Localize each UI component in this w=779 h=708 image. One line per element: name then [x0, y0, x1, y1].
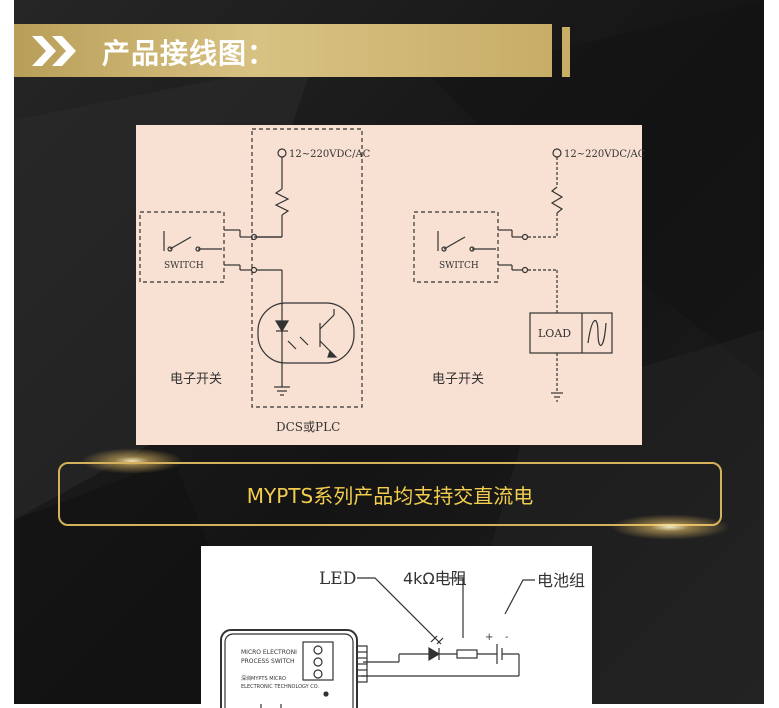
battery-leader-line [504, 579, 535, 615]
left-resistor-icon [274, 188, 290, 216]
left-circuit: 12~220VDC/AC SWITCH [139, 128, 371, 434]
terminal-screw-icon [313, 669, 323, 679]
led-label: LED [319, 569, 356, 589]
left-switch-label: SWITCH [164, 261, 204, 271]
banner-glow-right [600, 512, 740, 542]
load-box [529, 312, 613, 354]
right-switch-label: SWITCH [439, 261, 479, 271]
info-banner-text: MYPTS系列产品均支持交直流电 [246, 483, 534, 508]
optocoupler [257, 302, 355, 364]
left-caption: 电子开关 [170, 372, 222, 387]
double-chevron-icon [32, 36, 76, 66]
plc-caption: DCS或PLC [276, 420, 340, 434]
left-power-terminal-icon [277, 148, 287, 158]
plc-box [251, 128, 363, 408]
right-circuit: 12~220VDC/AC SWITCH LOAD [413, 148, 646, 402]
device-label-line1: MICRO ELECTRONI [241, 649, 297, 656]
svg-text:-: - [505, 632, 508, 643]
device-label-line2: PROCESS SWITCH [241, 658, 295, 665]
terminal-screw-icon [313, 657, 323, 667]
device-label-line3: 深圳MYPTS MICRO [241, 675, 286, 682]
right-supply-label: 12~220VDC/AC [564, 149, 646, 160]
right-resistor-icon [550, 186, 564, 214]
battery-test-diagram: LED 4kΩ电阻 电池组 + - MICRO ELECTRONI PROCES… [201, 546, 592, 708]
right-power-terminal-icon [552, 148, 562, 158]
header-accent-bar [562, 27, 570, 77]
section-header: 产品接线图： [14, 24, 552, 77]
terminal-screw-icon [313, 645, 323, 655]
page-title: 产品接线图： [102, 37, 277, 70]
svg-text:+: + [485, 632, 493, 643]
ac-wave-icon [587, 320, 607, 346]
left-switch-box [139, 211, 225, 283]
device-label-line4: ELECTRONIC TECHNOLOGY CO. [241, 684, 320, 690]
wiring-diagram: 12~220VDC/AC SWITCH [136, 125, 646, 445]
load-label: LOAD [538, 327, 571, 340]
right-switch-box [413, 211, 499, 283]
battery-label: 电池组 [537, 571, 585, 590]
resistor-symbol-icon [456, 649, 478, 659]
terminal-block [302, 641, 334, 681]
right-caption: 电子开关 [432, 372, 484, 387]
led-leader-line [357, 577, 442, 645]
info-banner: MYPTS系列产品均支持交直流电 [58, 462, 722, 526]
resistor-label: 4kΩ电阻 [403, 569, 467, 588]
switch-device-housing [220, 629, 358, 708]
left-supply-label: 12~220VDC/AC [289, 149, 371, 160]
banner-glow-left [72, 446, 192, 476]
resistor-leader-line [449, 577, 464, 638]
led-symbol-icon [428, 646, 441, 662]
